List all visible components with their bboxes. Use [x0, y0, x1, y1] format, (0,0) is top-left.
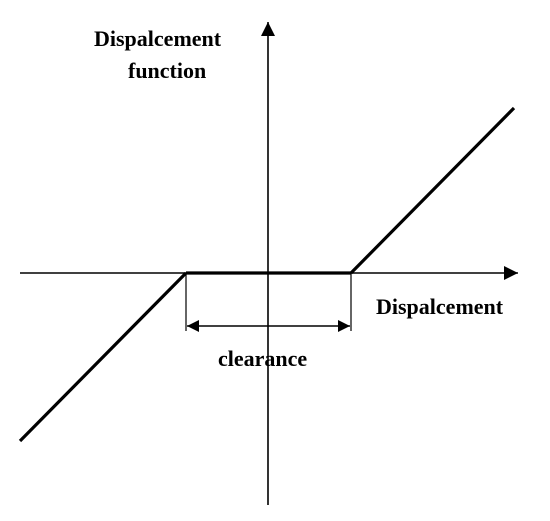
left-function-branch: [18, 271, 188, 443]
y-axis-label-line2: function: [128, 58, 206, 83]
clearance-label: clearance: [218, 346, 307, 371]
right-function-branch: [349, 106, 516, 275]
y-axis-label-line1: Dispalcement: [94, 26, 222, 51]
x-axis-label: Dispalcement: [376, 294, 504, 319]
